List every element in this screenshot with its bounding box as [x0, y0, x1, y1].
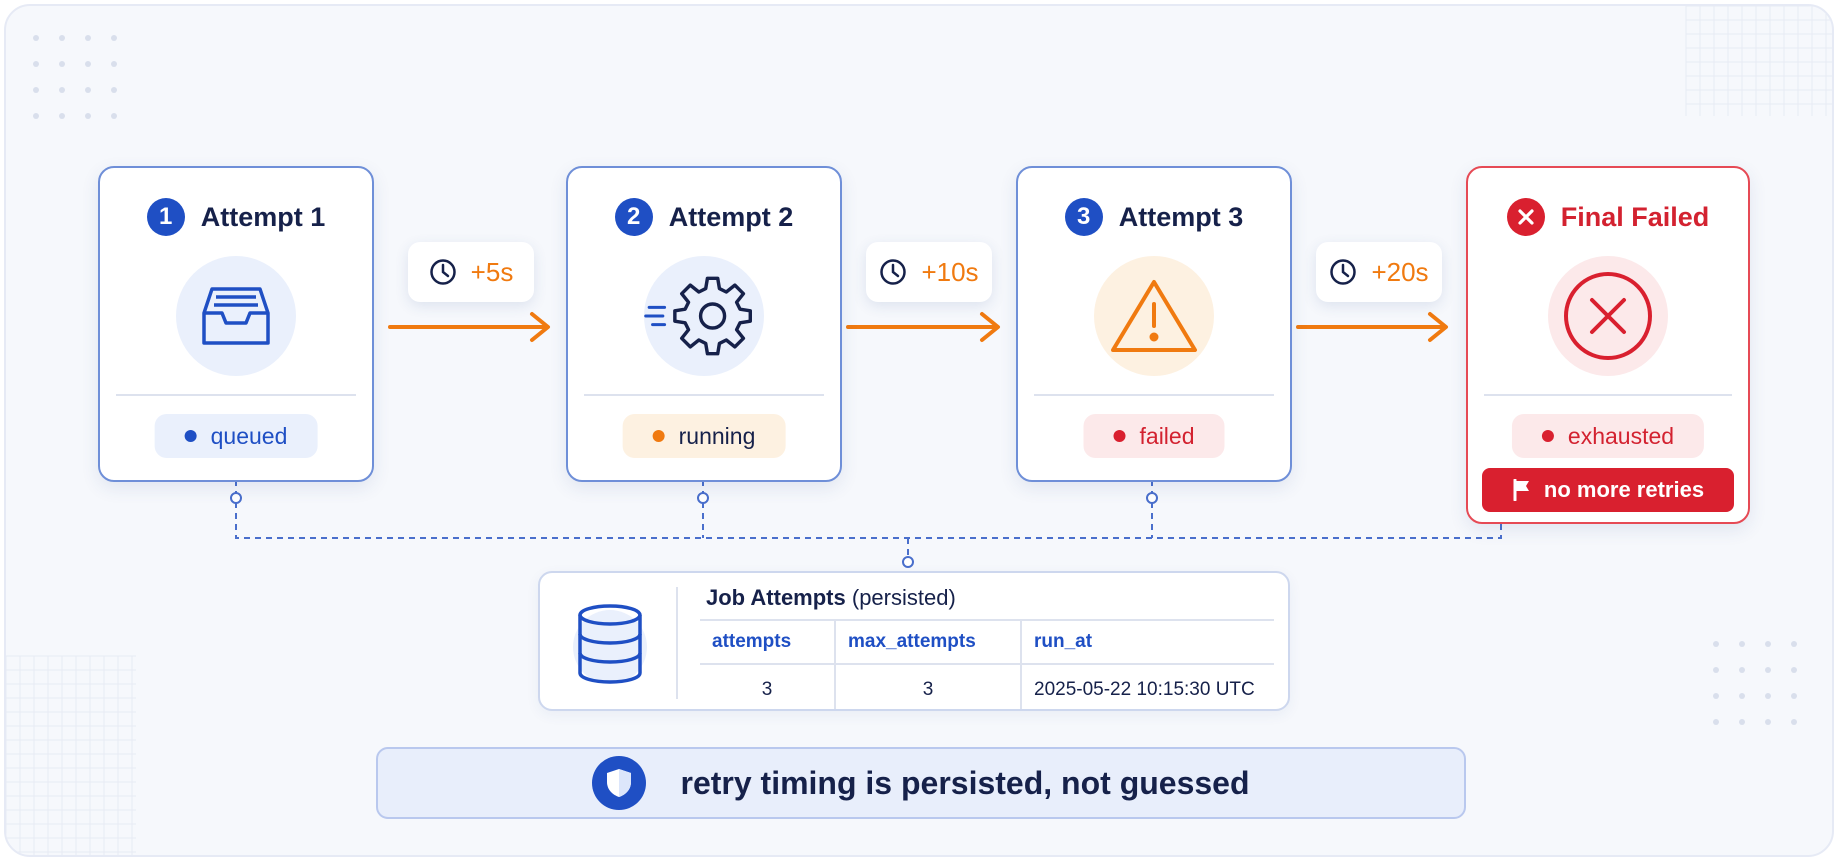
delay-label-1: +5s: [470, 256, 514, 287]
background-decoration: [6, 6, 1832, 855]
attempt-2-title: Attempt 2: [668, 201, 794, 232]
attempt-3-title: Attempt 3: [1118, 201, 1244, 232]
decor-dot: [1739, 641, 1745, 647]
job-attempts-table: attempts max_attempts run_at 3 3 2025-05…: [700, 619, 1274, 709]
card-divider: [1034, 394, 1274, 396]
delay-pill-2: +10s: [866, 242, 992, 302]
persistence-banner: retry timing is persisted, not guessed: [376, 747, 1466, 819]
decor-dot: [1791, 641, 1797, 647]
card-divider: [1484, 394, 1732, 396]
decor-dot: [33, 113, 39, 119]
decor-dot: [1765, 641, 1771, 647]
clock-icon: [880, 259, 907, 285]
panel-title-sub: (persisted): [851, 585, 956, 610]
status-badge-exhausted: exhausted: [1511, 414, 1705, 458]
decor-dot: [59, 35, 65, 41]
decor-dot: [1713, 667, 1719, 673]
decor-dot: [59, 113, 65, 119]
status-dot: [652, 430, 665, 442]
decor-dot: [59, 87, 65, 93]
table-row: 3 3 2025-05-22 10:15:30 UTC: [700, 664, 1274, 709]
step-number-3: 3: [1064, 198, 1103, 236]
database-icon: [572, 603, 648, 690]
decor-dot: [1713, 641, 1719, 647]
decor-dot: [33, 87, 39, 93]
inbox-tray-icon: [176, 256, 296, 376]
decor-dot: [85, 35, 91, 41]
decor-dot: [111, 61, 117, 67]
warning-triangle-icon: [1094, 256, 1214, 376]
decor-dot: [85, 61, 91, 67]
flow-arrows: [388, 312, 1448, 342]
x-circle-icon: [1548, 256, 1668, 376]
decor-dot: [1765, 667, 1771, 673]
panel-title: Job Attempts (persisted): [706, 585, 956, 611]
status-label: queued: [210, 422, 288, 449]
banner-text: retry timing is persisted, not guessed: [680, 764, 1250, 801]
column-header: attempts: [700, 619, 835, 665]
delay-pill-1: +5s: [408, 242, 534, 302]
decor-dot: [33, 61, 39, 67]
attempt-3-card: 3 Attempt 3 failed: [1016, 166, 1292, 482]
card-divider: [116, 394, 356, 396]
status-label: running: [678, 422, 756, 449]
flag-icon: [1513, 479, 1529, 501]
decor-dot: [1739, 719, 1745, 725]
table-header-row: attempts max_attempts run_at: [700, 619, 1274, 665]
status-badge-failed: failed: [1083, 414, 1225, 458]
decor-dot: [1791, 667, 1797, 673]
table-cell: 3: [834, 664, 1021, 709]
clock-icon: [1330, 259, 1357, 285]
attempt-2-card: 2 Attempt 2 running: [566, 166, 842, 482]
decor-dot: [59, 61, 65, 67]
clock-icon: [429, 259, 456, 285]
gear-icon: [644, 256, 764, 376]
card-divider: [584, 394, 824, 396]
decor-dot: [111, 87, 117, 93]
status-dot: [184, 430, 197, 442]
decor-dot: [1713, 693, 1719, 699]
panel-separator: [676, 587, 678, 699]
delay-pill-3: +20s: [1316, 242, 1442, 302]
status-badge-queued: queued: [154, 414, 318, 458]
column-header: run_at: [1020, 619, 1274, 665]
decor-dot: [1765, 719, 1771, 725]
table-cell: 2025-05-22 10:15:30 UTC: [1020, 664, 1274, 709]
decor-dot: [1739, 693, 1745, 699]
column-header: max_attempts: [834, 619, 1021, 665]
decor-dot: [111, 113, 117, 119]
status-dot: [1541, 430, 1554, 442]
decor-dot: [85, 113, 91, 119]
attempt-1-card: 1 Attempt 1 queued: [98, 166, 374, 482]
decor-dot: [85, 87, 91, 93]
panel-title-main: Job Attempts: [706, 585, 846, 610]
step-number-2: 2: [614, 198, 653, 236]
tag-label: no more retries: [1543, 477, 1705, 502]
no-more-retries-tag: no more retries: [1482, 468, 1734, 512]
attempt-1-title: Attempt 1: [200, 201, 326, 232]
decor-dot: [1713, 719, 1719, 725]
table-cell: 3: [761, 679, 773, 700]
job-attempts-panel: Job Attempts (persisted) attempts max_at…: [538, 571, 1290, 711]
decor-dot: [33, 35, 39, 41]
status-label: exhausted: [1567, 422, 1675, 449]
final-failed-card: Final Failed exhausted no more retries: [1466, 166, 1750, 524]
delay-label-3: +20s: [1371, 256, 1429, 287]
final-failed-title: Final Failed: [1560, 201, 1710, 232]
decor-dot: [1791, 719, 1797, 725]
delay-label-2: +10s: [921, 256, 979, 287]
status-label: failed: [1139, 422, 1195, 449]
step-number-1: 1: [146, 198, 185, 236]
decor-dot: [1765, 693, 1771, 699]
x-icon: [1506, 198, 1545, 236]
status-dot: [1113, 430, 1126, 442]
decor-dot: [1739, 667, 1745, 673]
shield-icon: [592, 756, 647, 810]
decor-dot: [111, 35, 117, 41]
diagram-frame: 1 Attempt 1 queued 2 Attempt 2: [4, 4, 1834, 857]
status-badge-running: running: [622, 414, 786, 458]
decor-dot: [1791, 693, 1797, 699]
